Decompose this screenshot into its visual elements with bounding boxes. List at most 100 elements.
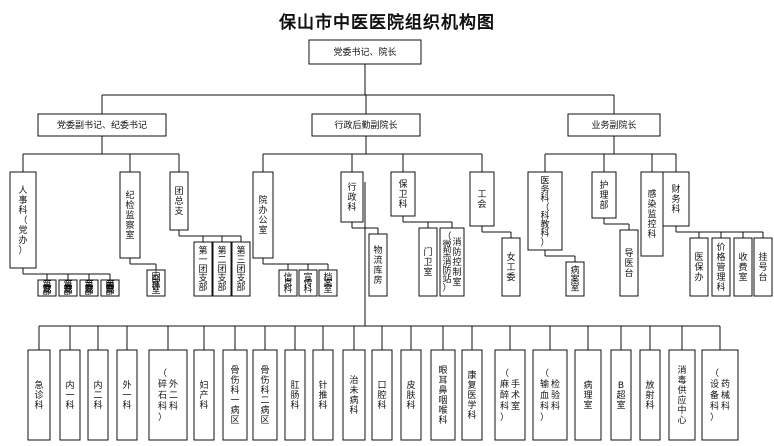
clinical-dept-17-label: 检验科: [551, 378, 560, 412]
unit-2-1-child-2-label: 宣传科: [303, 271, 312, 295]
clinical-dept-13-label: 皮肤科: [406, 379, 415, 411]
unit-1-1: 人事科（党办）: [9, 171, 37, 269]
unit-1-3-child-3: 第三团支部: [231, 241, 251, 297]
unit-1-3-child-2-label: 第二团支部: [217, 244, 226, 293]
unit-3-1: 医务科（科教科）: [527, 171, 563, 251]
division-box-2: 行政后勤副院长: [311, 113, 421, 137]
unit-2-1-label: 院办公室: [258, 194, 267, 236]
unit-1-2-label: 纪检监察室: [125, 189, 134, 241]
unit-2-1-child-3: 档案室: [318, 269, 338, 297]
clinical-dept-6: 妇产科: [193, 349, 215, 441]
clinical-dept-8-label: 骨伤科二病区: [260, 365, 269, 426]
clinical-dept-21-label: 消毒供应中心: [677, 364, 686, 426]
clinical-dept-12-label: 口腔科: [377, 381, 386, 411]
top-box: 党委书记、院长: [308, 39, 422, 65]
clinical-dept-14: 眼耳鼻咽喉科: [430, 349, 456, 441]
clinical-dept-10-label: 针推科: [318, 379, 327, 411]
clinical-dept-11-label: 治未病科: [349, 374, 358, 416]
unit-2-3: 保卫科: [390, 171, 416, 217]
unit-3-4-child-3-label: 收费室: [738, 251, 747, 283]
unit-3-4-child-1-label: 医保办: [694, 252, 703, 283]
clinical-dept-5-label-note: （碎石科）: [158, 368, 167, 423]
clinical-dept-12: 口腔科: [371, 349, 393, 441]
unit-2-1-child-3-label: 档案室: [323, 271, 332, 295]
unit-2-2-label: 行政科: [347, 181, 356, 213]
unit-1-1-child-4: 第四党支部: [100, 279, 120, 297]
clinical-dept-7: 骨伤科一病区: [222, 349, 248, 441]
clinical-dept-10: 针推科: [312, 349, 334, 441]
clinical-dept-17: 检验科（输血科）: [532, 349, 568, 441]
unit-2-3-child-2-label-note: （微型消防站）: [442, 231, 451, 293]
unit-3-3-label: 感染监控科: [647, 188, 656, 240]
clinical-dept-2: 内一科: [59, 349, 81, 441]
clinical-dept-8: 骨伤科二病区: [252, 349, 278, 441]
clinical-dept-9-label: 肛肠科: [290, 380, 299, 411]
clinical-dept-11: 治未病科: [342, 349, 366, 441]
clinical-dept-3-label: 内二科: [93, 379, 102, 411]
clinical-dept-21: 消毒供应中心: [668, 349, 696, 441]
unit-2-3-child-2: 消防控制室（微型消防站）: [439, 227, 465, 297]
unit-3-4-label: 财务科: [671, 183, 680, 215]
unit-1-2: 纪检监察室: [119, 171, 141, 259]
unit-3-3: 感染监控科: [640, 171, 664, 257]
unit-1-2-child-1: 内部审计室: [146, 269, 166, 297]
unit-1-3-label: 团总支: [174, 186, 183, 217]
unit-3-4-child-2: 价格管理科: [711, 237, 731, 297]
unit-2-2-child-1: 物流库房: [368, 233, 388, 297]
unit-2-3-label: 保卫科: [398, 178, 407, 210]
unit-1-2-child-1-label: 内部审计室: [151, 270, 160, 296]
unit-3-4-child-3: 收费室: [733, 237, 753, 297]
unit-2-2: 行政科: [340, 171, 364, 223]
unit-2-4-label: 工会: [477, 190, 486, 210]
top-box-label: 党委书记、院长: [333, 46, 396, 58]
unit-2-3-child-1: 门卫室: [418, 227, 438, 297]
unit-3-4-child-2-label: 价格管理科: [716, 242, 725, 293]
clinical-dept-1-label: 急诊科: [34, 379, 43, 411]
clinical-dept-15: 康复医学科: [461, 349, 483, 441]
unit-1-1-child-3-label: 第三党支部: [84, 279, 93, 297]
unit-3-2-label: 护理部: [599, 179, 608, 211]
unit-2-4-child-1-label: 女工委: [506, 251, 515, 283]
division-box-3-label: 业务副院长: [591, 119, 636, 131]
unit-1-1-child-1-label: 第一党支部: [42, 279, 51, 297]
unit-1-3-child-1-label: 第一团支部: [198, 244, 207, 293]
clinical-dept-4-label: 外一科: [122, 379, 131, 411]
clinical-dept-16-label: 手术室: [511, 378, 520, 412]
unit-2-1-child-2: 宣传科: [298, 269, 318, 297]
unit-2-3-child-2-label: 消防控制室: [452, 236, 461, 288]
unit-1-1-label: 人事科（党办）: [18, 185, 27, 256]
clinical-dept-22-label: 药械科: [721, 379, 730, 412]
clinical-dept-18-label: 病理室: [583, 379, 592, 411]
clinical-dept-13: 皮肤科: [400, 349, 422, 441]
unit-2-3-child-1-label: 门卫室: [423, 246, 432, 278]
clinical-dept-3: 内二科: [87, 349, 109, 441]
unit-1-3-child-2: 第二团支部: [212, 241, 232, 297]
unit-2-1-child-1-label: 信息科: [283, 271, 292, 295]
clinical-dept-9: 肛肠科: [284, 349, 306, 441]
unit-3-2-child-1: 导医台: [619, 229, 639, 297]
clinical-dept-15-label: 康复医学科: [467, 369, 476, 421]
division-box-1: 党委副书记、纪委书记: [37, 113, 167, 137]
unit-1-3-child-3-label: 第三团支部: [236, 244, 245, 293]
clinical-dept-16: 手术室（麻醉科）: [494, 349, 526, 441]
clinical-dept-14-label: 眼耳鼻咽喉科: [438, 365, 447, 426]
unit-3-1-child-1-label: 病案室: [570, 264, 579, 293]
unit-2-1: 院办公室: [252, 171, 274, 259]
clinical-dept-22-label-note: （设备科）: [710, 368, 719, 423]
unit-3-2: 护理部: [591, 171, 617, 219]
division-box-3: 业务副院长: [567, 113, 661, 137]
clinical-dept-4: 外一科: [116, 349, 138, 441]
unit-2-4-child-1: 女工委: [501, 237, 521, 297]
clinical-dept-20-label: 放射科: [645, 379, 654, 411]
unit-3-1-child-1: 病案室: [565, 261, 585, 297]
division-box-1-label: 党委副书记、纪委书记: [57, 119, 147, 131]
unit-2-4: 工会: [469, 171, 495, 227]
division-box-2-label: 行政后勤副院长: [334, 119, 397, 131]
clinical-dept-22: 药械科（设备科）: [701, 349, 739, 441]
unit-1-1-child-1: 第一党支部: [37, 279, 57, 297]
unit-1-1-child-2-label: 第二党支部: [63, 279, 72, 297]
clinical-dept-6-label: 妇产科: [199, 379, 208, 411]
